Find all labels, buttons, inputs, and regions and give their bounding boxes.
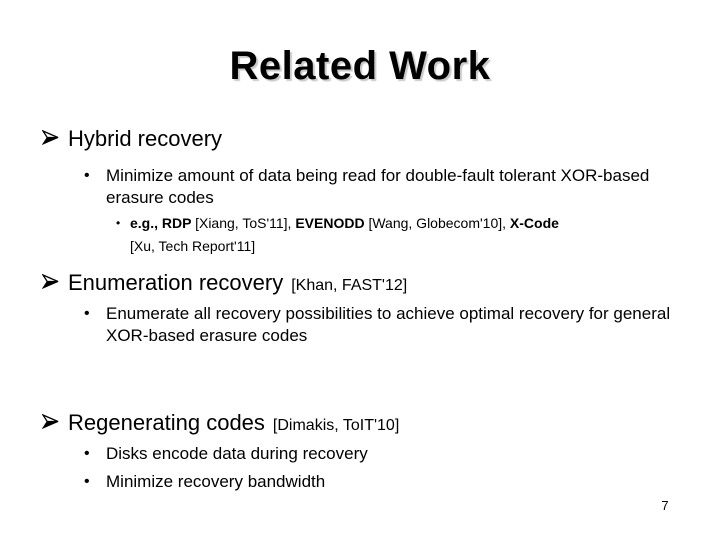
dot-bullet-icon: • bbox=[84, 473, 90, 490]
dot-bullet-icon: • bbox=[116, 216, 121, 230]
arrowhead-bullet-icon bbox=[41, 125, 59, 153]
example-codes-line2: [Xu, Tech Report'11] bbox=[130, 238, 256, 254]
bullet-citation: [Dimakis, ToIT'10] bbox=[272, 417, 400, 434]
sub-bullet-enumerate: • Enumerate all recovery possibilities t… bbox=[84, 303, 696, 347]
sub-bullet-text: Enumerate all recovery possibilities to … bbox=[106, 304, 671, 345]
slide-title: Related Work bbox=[229, 44, 491, 88]
bullet-hybrid-recovery: Hybrid recovery bbox=[41, 125, 230, 156]
bullet-enumeration-recovery: Enumeration recovery [Khan, FAST'12] bbox=[41, 269, 408, 300]
sub-sub-bullet-examples: • e.g., RDP [Xiang, ToS'11], EVENODD [Wa… bbox=[116, 212, 559, 258]
bullet-label: Enumeration recovery bbox=[68, 270, 284, 295]
sub-bullet-minimize-bandwidth: • Minimize recovery bandwidth bbox=[84, 471, 696, 493]
sub-bullet-text: Disks encode data during recovery bbox=[106, 444, 368, 463]
example-codes-text: e.g., RDP [Xiang, ToS'11], EVENODD [Wang… bbox=[130, 212, 559, 258]
bullet-label: Regenerating codes bbox=[68, 410, 265, 435]
dot-bullet-icon: • bbox=[84, 305, 90, 322]
sub-bullet-disks-encode: • Disks encode data during recovery bbox=[84, 443, 696, 465]
arrowhead-bullet-icon bbox=[41, 269, 59, 297]
sub-bullet-text: Minimize amount of data being read for d… bbox=[106, 166, 650, 207]
arrowhead-bullet-icon bbox=[41, 409, 59, 437]
dot-bullet-icon: • bbox=[84, 167, 90, 184]
sub-bullet-minimize-read: • Minimize amount of data being read for… bbox=[84, 165, 696, 209]
bullet-label: Hybrid recovery bbox=[68, 126, 223, 151]
dot-bullet-icon: • bbox=[84, 445, 90, 462]
slide-number: 7 bbox=[661, 498, 669, 513]
bullet-regenerating-codes: Regenerating codes [Dimakis, ToIT'10] bbox=[41, 409, 400, 440]
sub-bullet-text: Minimize recovery bandwidth bbox=[106, 472, 326, 491]
bullet-citation: [Khan, FAST'12] bbox=[291, 277, 408, 294]
example-codes-line1: e.g., RDP [Xiang, ToS'11], EVENODD [Wang… bbox=[130, 215, 559, 231]
